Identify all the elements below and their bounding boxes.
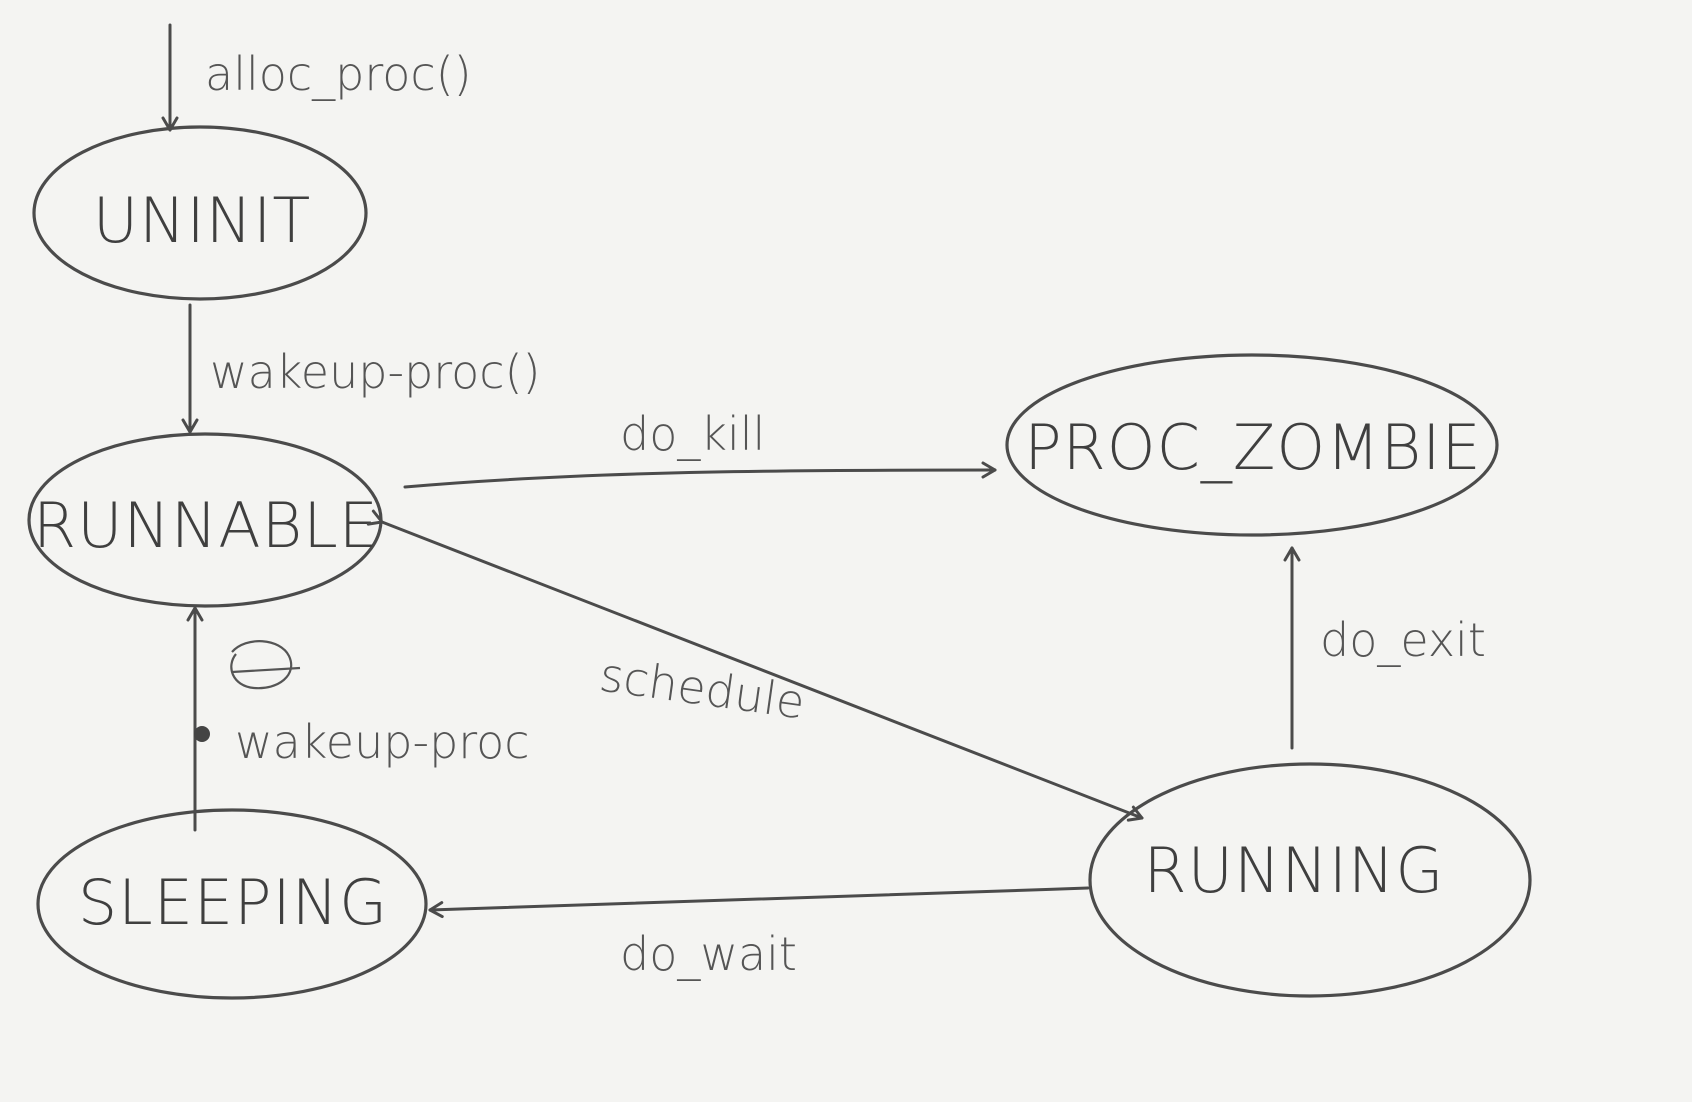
node-label-running: RUNNING bbox=[1144, 834, 1445, 907]
node-proc-zombie: PROC_ZOMBIE bbox=[1005, 353, 1499, 537]
edge-label-wakeup-proc-1: wakeup-proc() bbox=[210, 345, 541, 399]
scribble-dot bbox=[194, 726, 210, 742]
edge-label-do-kill: do_kill bbox=[620, 407, 765, 461]
edge-do-exit: do_exit bbox=[1283, 546, 1486, 750]
node-runnable: RUNNABLE bbox=[27, 432, 383, 608]
edge-label-alloc-proc: alloc_proc() bbox=[205, 47, 472, 101]
node-label-sleeping: SLEEPING bbox=[78, 866, 388, 939]
edge-uninit-to-runnable: wakeup-proc() bbox=[181, 303, 541, 434]
node-sleeping: SLEEPING bbox=[36, 808, 428, 1000]
edge-schedule: schedule bbox=[366, 509, 1144, 822]
edge-do-kill: do_kill bbox=[403, 407, 997, 489]
edge-label-do-wait: do_wait bbox=[620, 927, 797, 981]
edge-label-do-exit: do_exit bbox=[1320, 613, 1486, 667]
edge-alloc-proc: alloc_proc() bbox=[161, 23, 472, 132]
scribble-mark bbox=[230, 640, 301, 690]
edge-label-schedule: schedule bbox=[596, 647, 808, 729]
edge-do-wait: do_wait bbox=[428, 886, 1090, 981]
edge-label-wakeup-proc-2: wakeup-proc bbox=[235, 715, 530, 769]
node-running: RUNNING bbox=[1088, 762, 1532, 998]
edge-runnable-sleeping: wakeup-proc bbox=[186, 606, 530, 832]
node-uninit: UNINIT bbox=[32, 125, 368, 301]
node-label-proc-zombie: PROC_ZOMBIE bbox=[1024, 411, 1481, 484]
node-label-runnable: RUNNABLE bbox=[33, 489, 379, 562]
node-label-uninit: UNINIT bbox=[93, 184, 312, 257]
